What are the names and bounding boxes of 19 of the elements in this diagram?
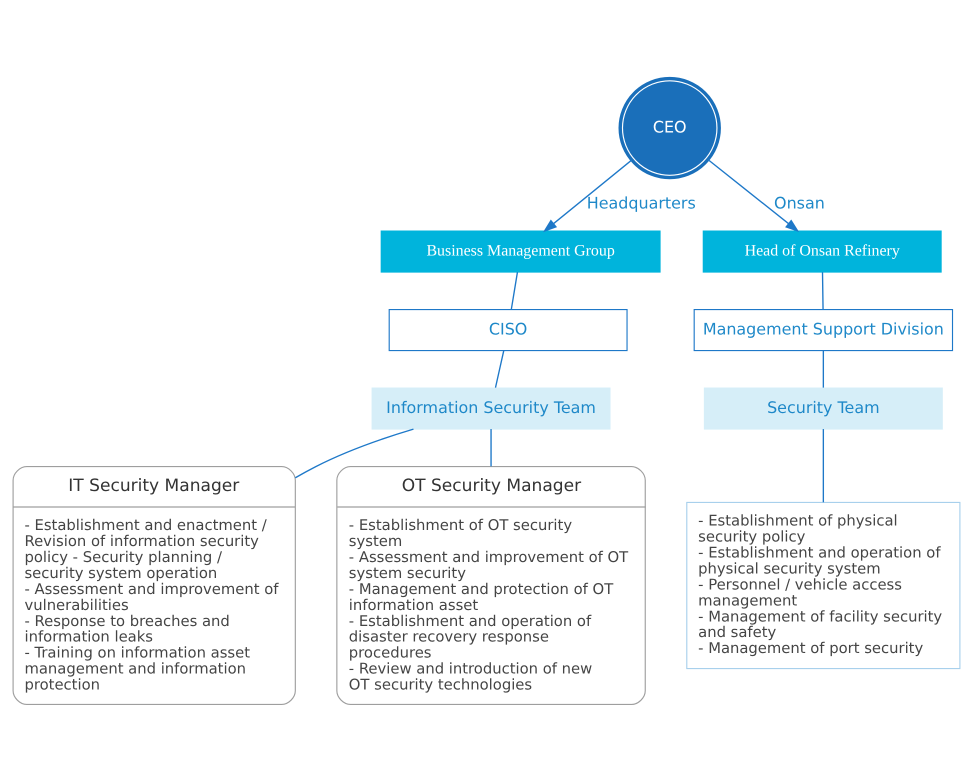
connector: [494, 350, 504, 388]
node-box: Security Team: [704, 387, 943, 430]
edge-label: Headquarters: [586, 193, 696, 212]
connector: [822, 350, 824, 388]
connector: [510, 272, 518, 309]
node-box: Head of Onsan Refinery: [702, 230, 942, 272]
connector: [295, 428, 414, 478]
connector: [822, 272, 824, 309]
arrow: [542, 159, 632, 232]
node-box: - Establishment of physical security policy - Establishment and operation of physical security system - Personnel / vehicle access management - Management of facility security and safety - Management of port security: [686, 501, 960, 669]
edge-label: Onsan: [774, 193, 825, 212]
connector: [490, 428, 492, 466]
node-circle: CEO: [618, 76, 721, 179]
connector: [822, 428, 824, 502]
arrow: [708, 158, 800, 232]
node-box: Information Security Team: [372, 387, 611, 430]
node-box: Management Support Division: [694, 308, 954, 351]
node-box: CISO: [388, 308, 628, 351]
node-box: Business Management Group: [380, 230, 661, 272]
